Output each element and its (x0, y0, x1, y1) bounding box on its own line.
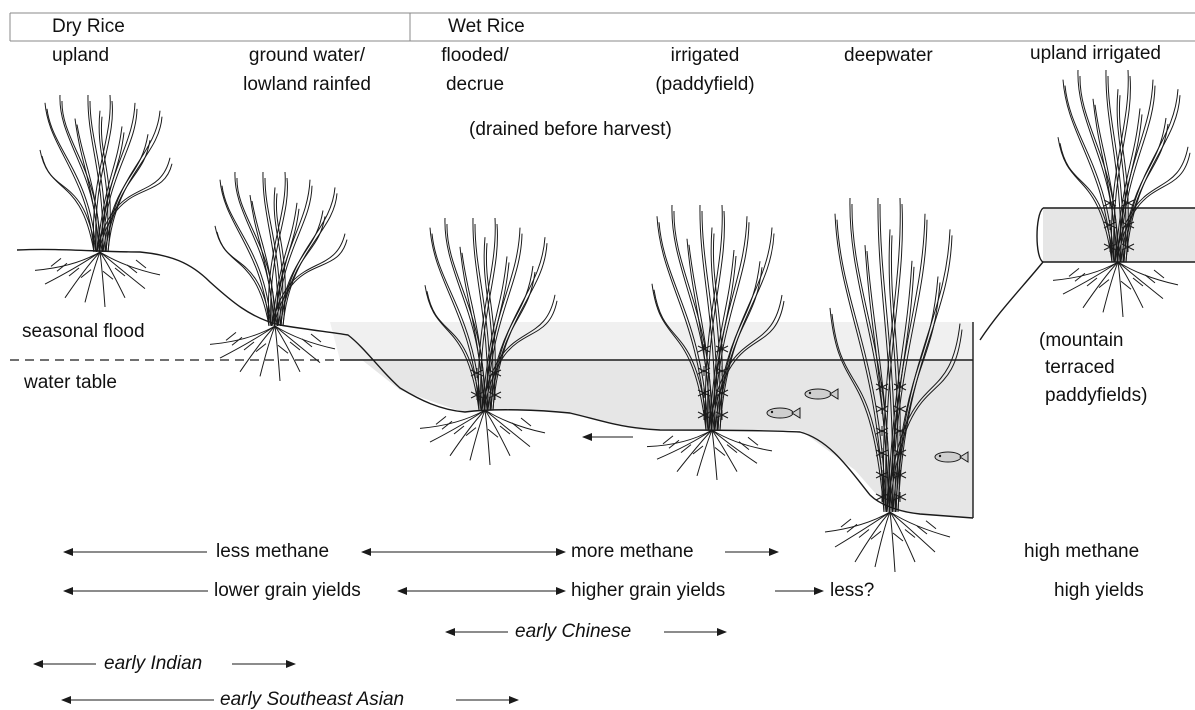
less-methane-label: less methane (216, 541, 329, 563)
mountain-terraced-note-line2: terraced (1045, 357, 1115, 379)
upland-irrigated-label: upland irrigated (1030, 43, 1161, 65)
less-question-label: less? (830, 580, 874, 602)
early-chinese-label: early Chinese (515, 621, 631, 643)
rice-plant (35, 95, 172, 307)
mountain-terraced-note-line1: (mountain (1039, 330, 1124, 352)
flooded-label-line2: decrue (420, 74, 530, 96)
flooded-label-line1: flooded/ (420, 45, 530, 67)
deepwater-label: deepwater (844, 45, 933, 67)
higher-yields-label: higher grain yields (571, 580, 725, 602)
irrigated-label-line2: (paddyfield) (630, 74, 780, 96)
seasonal-flood-label: seasonal flood (22, 321, 145, 343)
upland-label: upland (52, 45, 109, 67)
lower-yields-label: lower grain yields (214, 580, 361, 602)
early-southeast-asian-label: early Southeast Asian (220, 689, 404, 710)
ground-water-label-line1: ground water/ (212, 45, 402, 67)
drained-note: (drained before harvest) (469, 119, 672, 141)
header-band (10, 13, 1195, 41)
rice-plants (35, 70, 1190, 572)
wet-rice-heading: Wet Rice (448, 16, 525, 38)
high-methane-label: high methane (1024, 541, 1139, 563)
mountain-terraced-note-line3: paddyfields) (1045, 385, 1147, 407)
dry-rice-heading: Dry Rice (52, 16, 125, 38)
early-indian-label: early Indian (104, 653, 202, 675)
ground-water-label-line2: lowland rainfed (212, 74, 402, 96)
rice-plant (210, 172, 347, 381)
irrigated-label-line1: irrigated (630, 45, 780, 67)
water-table-label: water table (24, 372, 117, 394)
more-methane-label: more methane (571, 541, 694, 563)
high-yields-label: high yields (1054, 580, 1144, 602)
rice-plant (1053, 70, 1190, 317)
